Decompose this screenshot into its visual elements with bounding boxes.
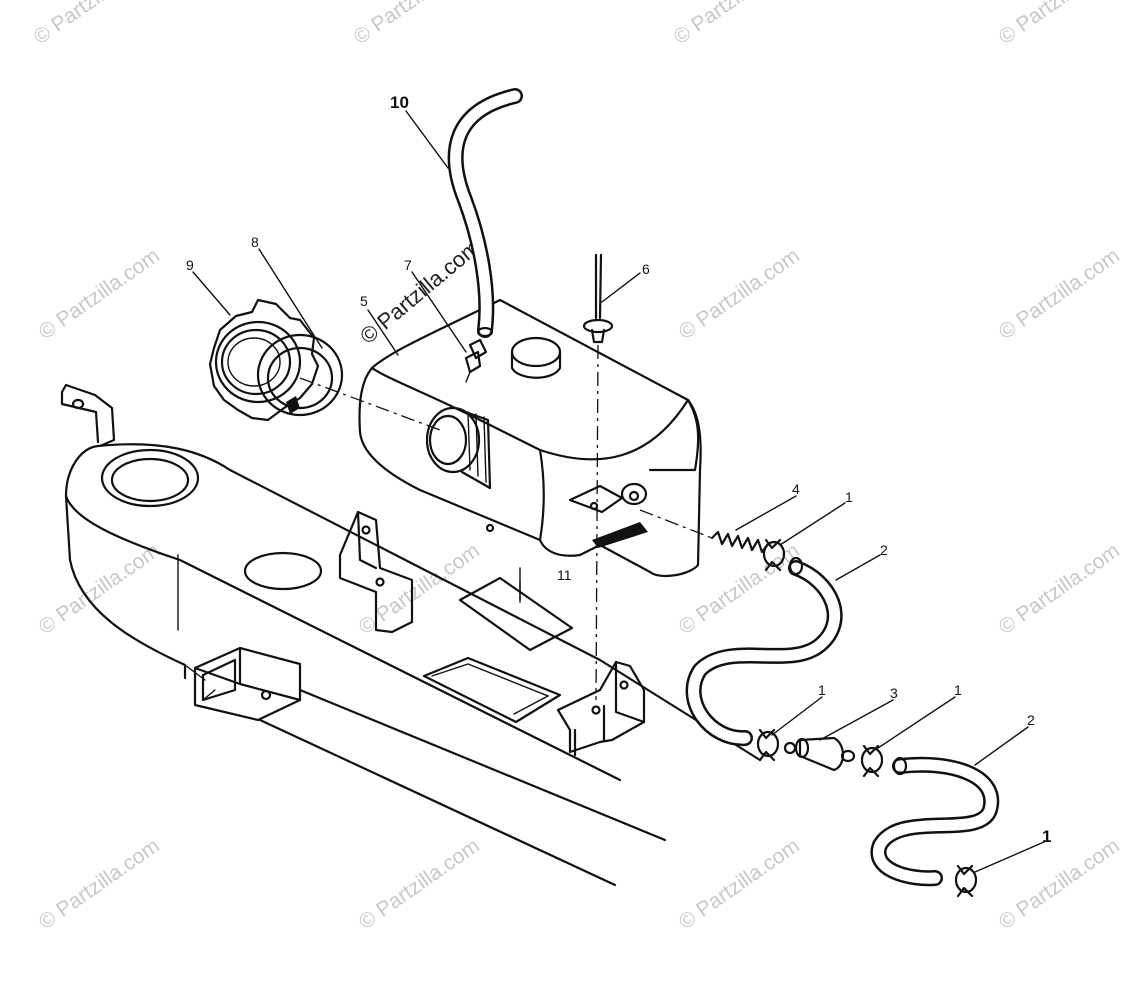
watermark: © Partzilla.com xyxy=(350,0,479,49)
filler-cap-icon xyxy=(208,298,320,422)
assembly-lines xyxy=(299,344,713,701)
callouts: 10 9 8 7 5 6 4 1 2 11 1 3 1 2 1 xyxy=(186,93,1051,846)
cap-gasket-icon xyxy=(256,333,344,417)
watermark: © Partzilla.com xyxy=(35,244,164,344)
watermark-dark: © Partzilla.com xyxy=(355,234,485,348)
vent-fitting-icon xyxy=(464,338,488,383)
watermark: © Partzilla.com xyxy=(355,539,484,639)
callout-1d: 1 xyxy=(1042,827,1051,846)
leader-lines xyxy=(192,110,1045,873)
dipstick-icon xyxy=(582,253,614,344)
hose-clamp-icon xyxy=(954,864,978,898)
tank-pad-icon xyxy=(458,567,574,652)
callout-2b: 2 xyxy=(1027,712,1035,728)
callout-8: 8 xyxy=(251,234,259,250)
watermark: © Partzilla.com xyxy=(675,244,804,344)
hose-clamp-icon xyxy=(756,728,780,762)
callout-4: 4 xyxy=(792,481,800,497)
callout-3: 3 xyxy=(890,685,898,701)
callout-11: 11 xyxy=(557,567,572,583)
hose-clamp-icon xyxy=(762,538,786,572)
watermark: © Partzilla.com xyxy=(995,0,1124,49)
watermark: © Partzilla.com xyxy=(995,244,1124,344)
watermark: © Partzilla.com xyxy=(355,834,484,934)
frame-icon xyxy=(60,383,762,887)
callout-1c: 1 xyxy=(954,682,962,698)
callout-9: 9 xyxy=(186,257,194,273)
fuel-filter-icon xyxy=(783,736,856,772)
callout-1a: 1 xyxy=(845,489,853,505)
watermark: © Partzilla.com xyxy=(675,834,804,934)
callout-2a: 2 xyxy=(880,542,888,558)
watermark: © Partzilla.com xyxy=(995,539,1124,639)
callout-5: 5 xyxy=(360,293,368,309)
fuel-hose-icon xyxy=(685,556,843,746)
hose-clamp-icon xyxy=(860,744,884,778)
watermark: © Partzilla.com xyxy=(670,0,799,49)
watermark: © Partzilla.com xyxy=(35,539,164,639)
callout-7: 7 xyxy=(404,257,412,273)
fuel-tank-icon xyxy=(358,298,702,578)
callout-10: 10 xyxy=(390,93,409,112)
watermark: © Partzilla.com xyxy=(30,0,159,49)
watermark: © Partzilla.com xyxy=(35,834,164,934)
callout-1b: 1 xyxy=(818,682,826,698)
watermark: © Partzilla.com xyxy=(995,834,1124,934)
callout-6: 6 xyxy=(642,261,650,277)
vent-hose-icon xyxy=(447,88,523,338)
spring-icon xyxy=(710,530,770,554)
fuel-hose-icon xyxy=(870,756,1000,887)
